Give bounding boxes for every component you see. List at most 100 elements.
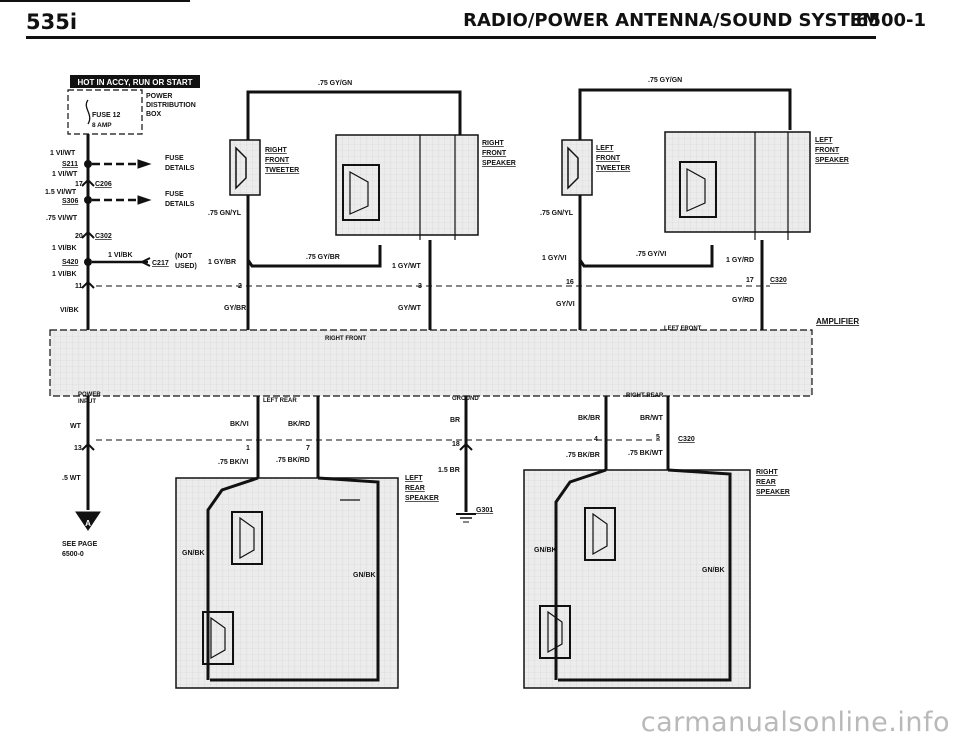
lf-tweeter-3: TWEETER [596,165,630,172]
page-code: 6500-1 [855,10,926,31]
pw-marker: A [85,519,91,528]
lf-top-wire: .75 GY/GN [648,77,682,84]
lf-gnyl: .75 GN/YL [540,210,574,217]
rr-w-bkbr: .75 BK/BR [566,452,600,459]
left-front-labels: .75 GY/GN LEFT FRONT TWEETER LEFT FRONT … [540,77,849,308]
pw-pin13: 13 [74,445,82,452]
rf-speaker-1: RIGHT [482,140,505,147]
rf-speaker-2: FRONT [482,150,507,157]
rf-pin3: 3 [418,283,422,290]
rf-tweeter-3: TWEETER [265,167,299,174]
fuse-box: FUSE 12 8 AMP POWER DISTRIBUTION BOX [67,89,196,135]
rr-brwt: BR/WT [640,415,664,422]
ground-group [456,396,476,523]
label-fuse-details-1: FUSE [165,155,184,162]
rr-gnbk2: GN/BK [702,567,725,574]
label-c302-pin: 20 [75,233,83,240]
label-w3: 1.5 VI/WT [45,189,77,196]
fuse-box-name-2: DISTRIBUTION [146,102,196,109]
lf-gyvi: GY/VI [556,301,575,308]
fuse-amp: 8 AMP [92,122,112,129]
label-c217: C217 [152,260,169,267]
lr-speaker-2: REAR [405,485,425,492]
rf-gybr: GY/BR [224,305,246,312]
label-w6: 1 VI/BK [52,271,77,278]
rr-gnbk1: GN/BK [534,547,557,554]
pw-see1: SEE PAGE [62,541,98,548]
lr-gnbk2: GN/BK [353,572,376,579]
pw-see2: 6500-0 [62,551,84,558]
rr-pin5: 5 [656,434,660,441]
fuse-label: FUSE 12 [92,112,121,119]
right-rear-labels: BK/BR BR/WT 4 5 C320 .75 BK/BR .75 BK/WT… [534,415,790,574]
page-title: RADIO/POWER ANTENNA/SOUND SYSTEM [463,10,880,31]
left-rear-labels: BK/VI BK/RD 1 7 .75 BK/VI .75 BK/RD GN/B… [182,421,439,579]
lf-speaker-1: LEFT [815,137,833,144]
amp-power-1: POWER [78,392,101,398]
pw-5wt: .5 WT [62,475,81,482]
amplifier-box: AMPLIFIER RIGHT FRONT LEFT FRONT LEFT RE… [49,317,859,405]
rf-1gybr: 1 GY/BR [208,259,236,266]
lf-tweeter-1: LEFT [596,145,614,152]
label-fuse-details-2: FUSE [165,191,184,198]
label-s420: S420 [62,259,78,266]
label-pin11: 11 [75,283,83,290]
rr-speaker-1: RIGHT [756,469,779,476]
label-w8: VI/BK [60,307,79,314]
right-front-labels: .75 GY/GN RIGHT FRONT TWEETER RIGHT FRON… [208,80,516,312]
lf-speaker-2: FRONT [815,147,840,154]
lf-gyrd: GY/RD [732,297,754,304]
amplifier-label: AMPLIFIER [816,317,859,326]
label-c206-pin: 17 [75,181,83,188]
label-w1: 1 VI/WT [50,150,76,157]
label-w4: .75 VI/WT [46,215,78,222]
hot-banner: HOT IN ACCY, RUN OR START [70,75,200,88]
pw-wt: WT [70,423,82,430]
label-s211: S211 [62,161,78,168]
label-c302: C302 [95,233,112,240]
fuse-box-name-3: BOX [146,111,162,118]
lf-pin17: 17 [746,277,754,284]
lr-w-bkrd: .75 BK/RD [276,457,310,464]
rf-tweeter-2: FRONT [265,157,290,164]
lr-speaker-1: LEFT [405,475,423,482]
rf-gybr-top: .75 GY/BR [306,254,340,261]
power-labels: WT 13 .5 WT A SEE PAGE 6500-0 [62,423,98,558]
label-w5: 1 VI/BK [52,245,77,252]
lf-1gyvi: 1 GY/VI [542,255,567,262]
lr-bkvi: BK/VI [230,421,249,428]
label-c206: C206 [95,181,112,188]
lr-pin1: 1 [246,445,250,452]
amp-left-front: LEFT FRONT [664,326,702,332]
gnd-br: BR [450,417,460,424]
gnd-g301: G301 [476,507,493,514]
lr-pin7: 7 [306,445,310,452]
gnd-pin18: 18 [452,441,460,448]
label-w5b: 1 VI/BK [108,252,133,259]
ground-labels: BR 18 1.5 BR G301 [438,417,493,514]
rr-bkbr: BK/BR [578,415,600,422]
lf-pin16: 16 [566,279,574,286]
lf-gyvi-top: .75 GY/VI [636,251,666,258]
amp-right-rear: RIGHT REAR [626,393,664,399]
label-s306: S306 [62,198,78,205]
fuse-box-name-1: POWER [146,93,172,100]
lr-bkrd: BK/RD [288,421,310,428]
label-details-2: DETAILS [165,201,195,208]
top-rule [0,0,190,2]
watermark: carmanualsonline.info [640,707,950,738]
rr-pin4: 4 [594,436,598,443]
label-details-1: DETAILS [165,165,195,172]
hot-banner-text: HOT IN ACCY, RUN OR START [77,78,192,87]
lf-c320: C320 [770,277,787,284]
lf-1gyrd: 1 GY/RD [726,257,754,264]
lr-gnbk1: GN/BK [182,550,205,557]
right-front-group [229,90,479,330]
label-c217-note2: USED) [175,263,197,270]
rf-gnyl: .75 GN/YL [208,210,242,217]
page-model: 535i [26,10,78,34]
amp-right-front: RIGHT FRONT [325,336,366,342]
page-header: 535i RADIO/POWER ANTENNA/SOUND SYSTEM 65… [0,0,960,40]
supply-labels: 1 VI/WT S211 1 VI/WT 17 C206 1.5 VI/WT S… [45,150,197,314]
